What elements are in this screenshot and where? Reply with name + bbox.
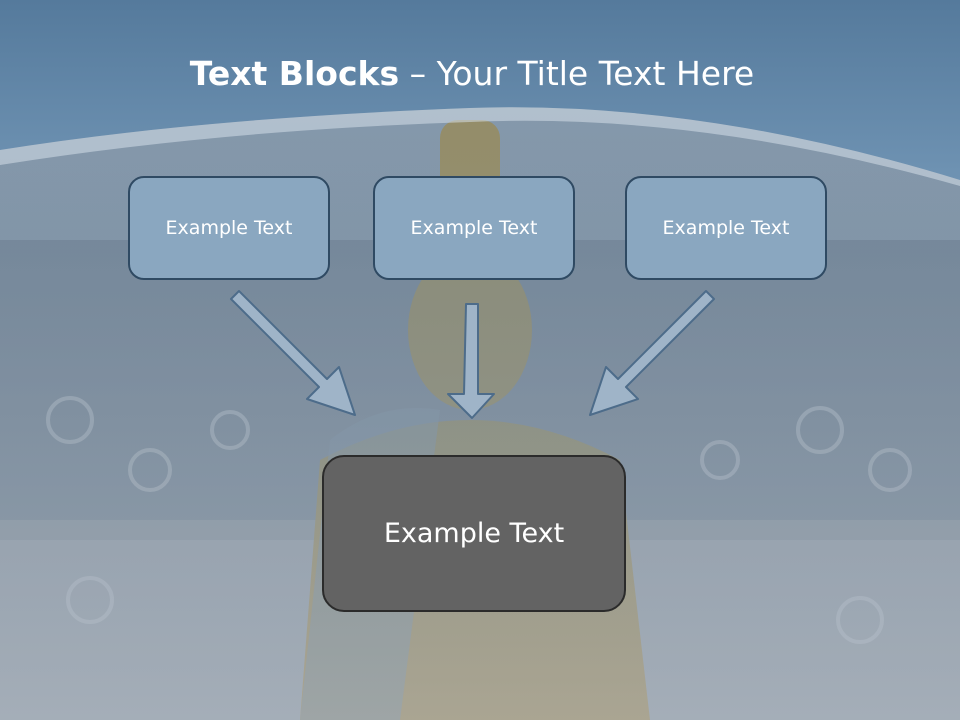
text-block-left-label: Example Text — [165, 217, 293, 239]
text-block-center-label: Example Text — [410, 217, 538, 239]
text-block-left[interactable]: Example Text — [128, 176, 330, 280]
text-block-right[interactable]: Example Text — [625, 176, 827, 280]
text-block-center[interactable]: Example Text — [373, 176, 575, 280]
text-block-right-label: Example Text — [662, 217, 790, 239]
result-block[interactable]: Example Text — [322, 455, 626, 612]
arrow-center-icon — [447, 303, 495, 419]
slide-title: Text Blocks – Your Title Text Here — [0, 52, 944, 96]
arrow-left-icon — [230, 290, 356, 416]
title-rest: Your Title Text Here — [436, 54, 755, 93]
title-bold-part: Text Blocks — [189, 54, 400, 93]
result-block-label: Example Text — [383, 518, 565, 549]
title-dash: – — [399, 54, 437, 93]
header-band — [0, 0, 960, 186]
arrow-right-icon — [589, 290, 715, 416]
